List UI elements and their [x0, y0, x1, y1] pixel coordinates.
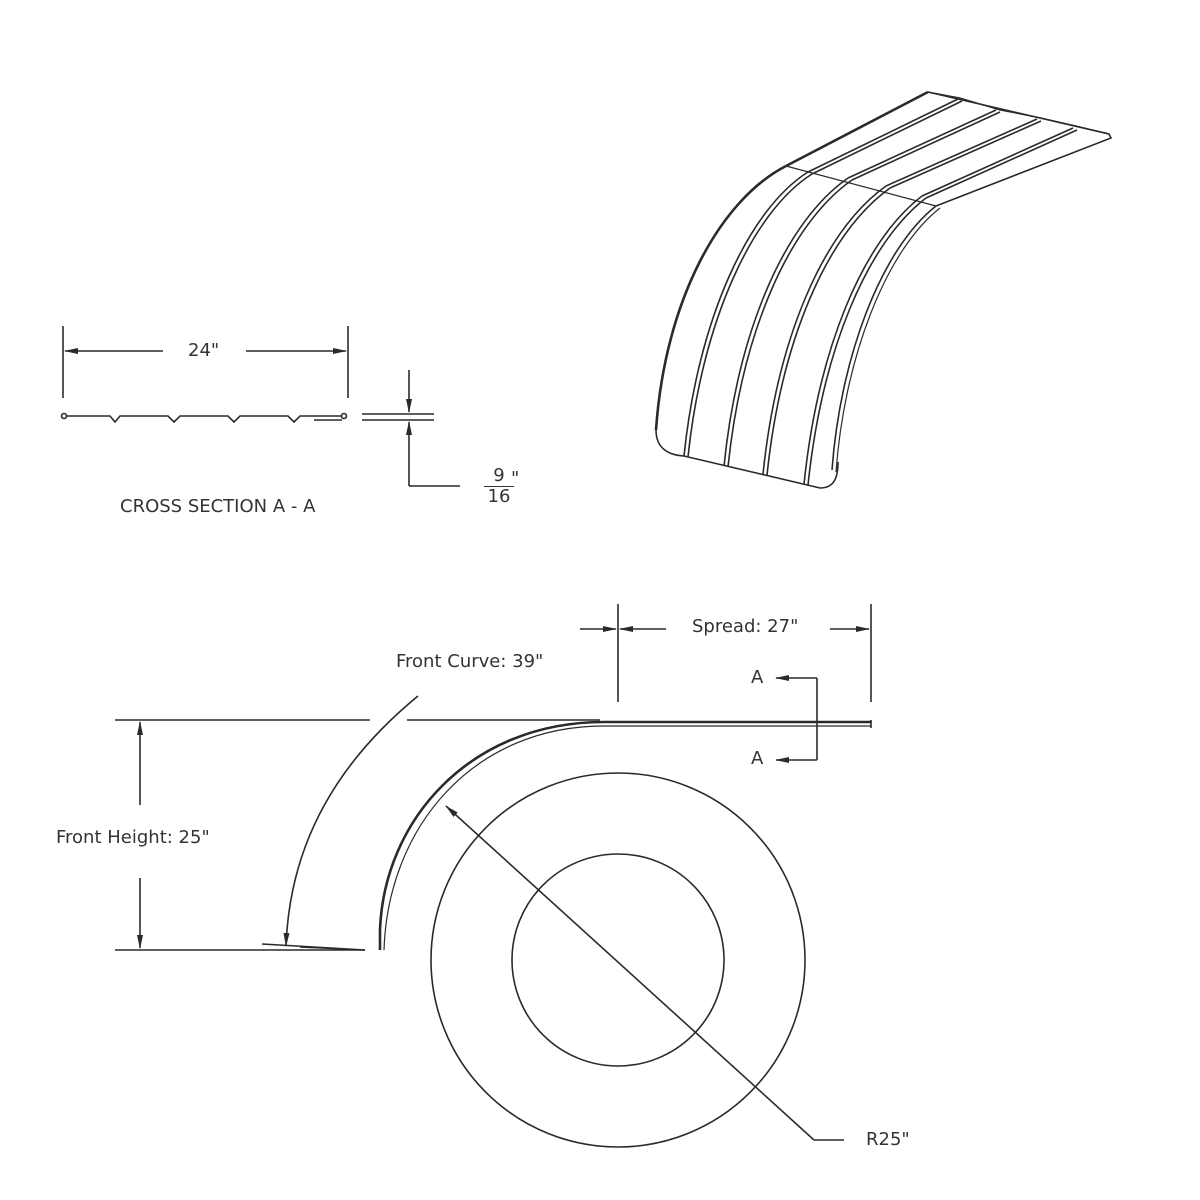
hem-left: [60, 412, 68, 420]
spread-label: Spread: 27": [692, 616, 799, 637]
thickness-denominator: 16: [487, 486, 511, 507]
radius-label: R25": [866, 1129, 910, 1150]
radius-leader: [445, 805, 815, 1141]
fender-profile-inner: [383, 725, 871, 951]
fraction-bar: [484, 486, 514, 487]
section-marker-top: A: [751, 667, 764, 688]
isometric-fender-view: [654, 90, 1113, 489]
side-view: [115, 604, 872, 1148]
hem-right: [340, 412, 348, 420]
dim-width-label: 24": [188, 340, 220, 361]
tire-outline: [430, 772, 806, 1148]
cross-section-profile: [66, 415, 342, 424]
fender-profile-outer: [378, 720, 871, 950]
front-curve-label: Front Curve: 39": [396, 651, 544, 672]
section-marker-bottom: A: [751, 748, 764, 769]
front-height-label: Front Height: 25": [56, 827, 210, 848]
thickness-unit: ": [511, 468, 520, 489]
dim-thickness-label: 9 16: [484, 467, 514, 506]
cross-section-title: CROSS SECTION A - A: [120, 496, 316, 517]
rim-outline: [511, 853, 725, 1067]
thickness-numerator: 9: [493, 465, 505, 486]
cross-section-view: [60, 326, 460, 487]
